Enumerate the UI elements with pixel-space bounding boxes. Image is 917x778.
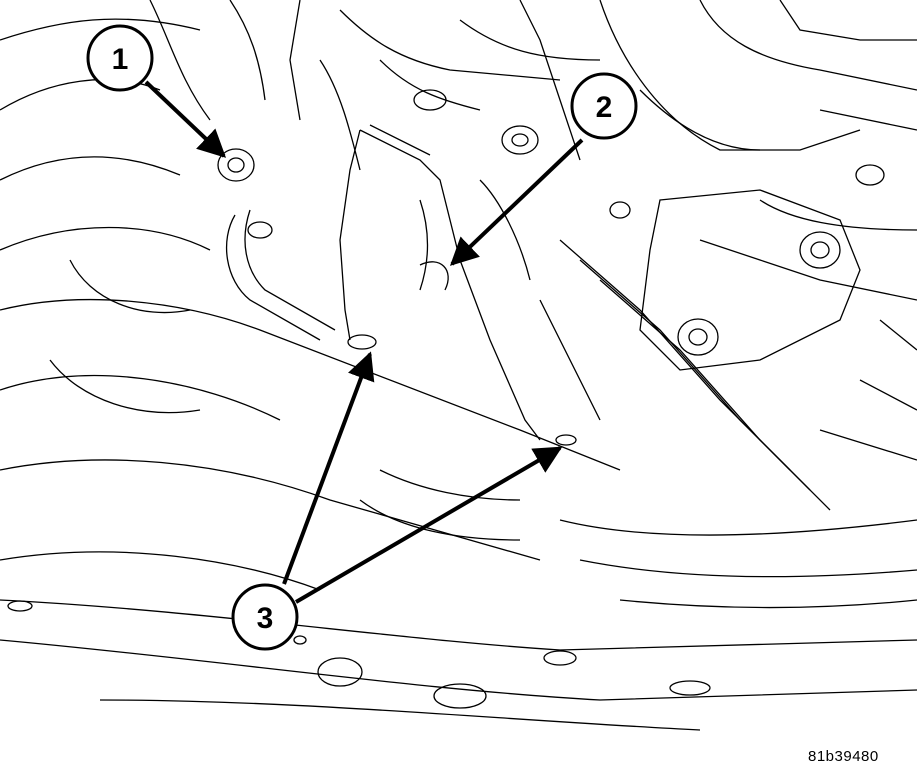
callout-1-label: 1: [112, 43, 129, 76]
leader-arrow-3b: [294, 446, 563, 604]
callout-3: 3: [231, 583, 299, 651]
callout-3-label: 3: [257, 602, 274, 635]
figure-identifier: 81b39480: [808, 748, 879, 765]
leader-arrow-3a: [282, 351, 375, 585]
callout-2-circle: [570, 72, 638, 140]
callout-2: 2: [570, 72, 638, 140]
callout-1-circle: [86, 24, 154, 92]
background-linework: [0, 0, 917, 731]
leader-arrow-2: [449, 138, 584, 266]
callout-1: 1: [86, 24, 154, 92]
callout-2-label: 2: [596, 91, 613, 124]
leader-arrow-1: [144, 80, 227, 158]
callout-3-circle: [231, 583, 299, 651]
leader-arrows: [144, 80, 584, 604]
